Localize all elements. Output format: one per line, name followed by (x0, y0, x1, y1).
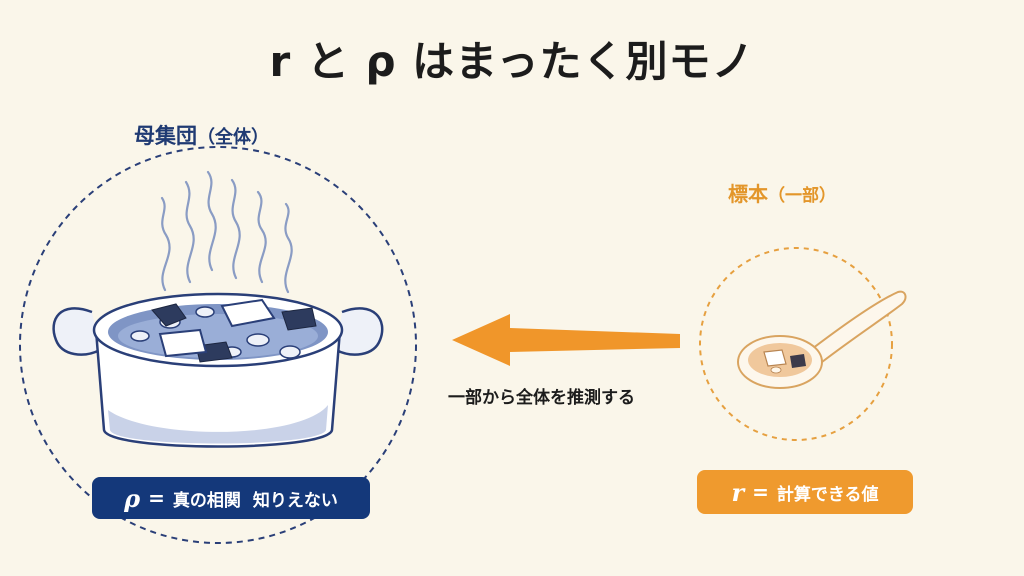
sample-circle (699, 247, 893, 441)
r-equals: = (752, 480, 769, 504)
steam-icon (160, 170, 293, 294)
tofu-icon (158, 298, 276, 358)
rho-symbol: ρ (124, 483, 141, 513)
population-circle (19, 146, 417, 544)
arrow-left-icon (452, 314, 680, 366)
soup-pot-icon (52, 292, 384, 448)
page-title: r と ρ はまったく別モノ (269, 37, 755, 86)
spoon-icon (737, 290, 907, 389)
population-label: 母集団（全体） (134, 120, 334, 150)
rho-text-unknowable: 知りえない (252, 490, 338, 511)
population-label-main: 母集団 (134, 124, 197, 148)
arrow-label: 一部から全体を推測する (448, 388, 635, 408)
sample-label: 標本（一部） (728, 178, 898, 207)
population-badge: ρ = 真の相関 知りえない (92, 477, 370, 519)
rho-text-true-correlation: 真の相関 (172, 490, 241, 511)
r-text-computable: 計算できる値 (776, 484, 879, 505)
r-symbol: r (731, 477, 745, 507)
sample-label-paren: （一部） (768, 186, 836, 206)
sample-label-main: 標本 (728, 182, 768, 206)
seaweed-icon (151, 303, 317, 363)
population-label-paren: （全体） (197, 127, 269, 148)
rho-equals: = (148, 486, 165, 510)
sample-badge: r = 計算できる値 (697, 470, 913, 514)
